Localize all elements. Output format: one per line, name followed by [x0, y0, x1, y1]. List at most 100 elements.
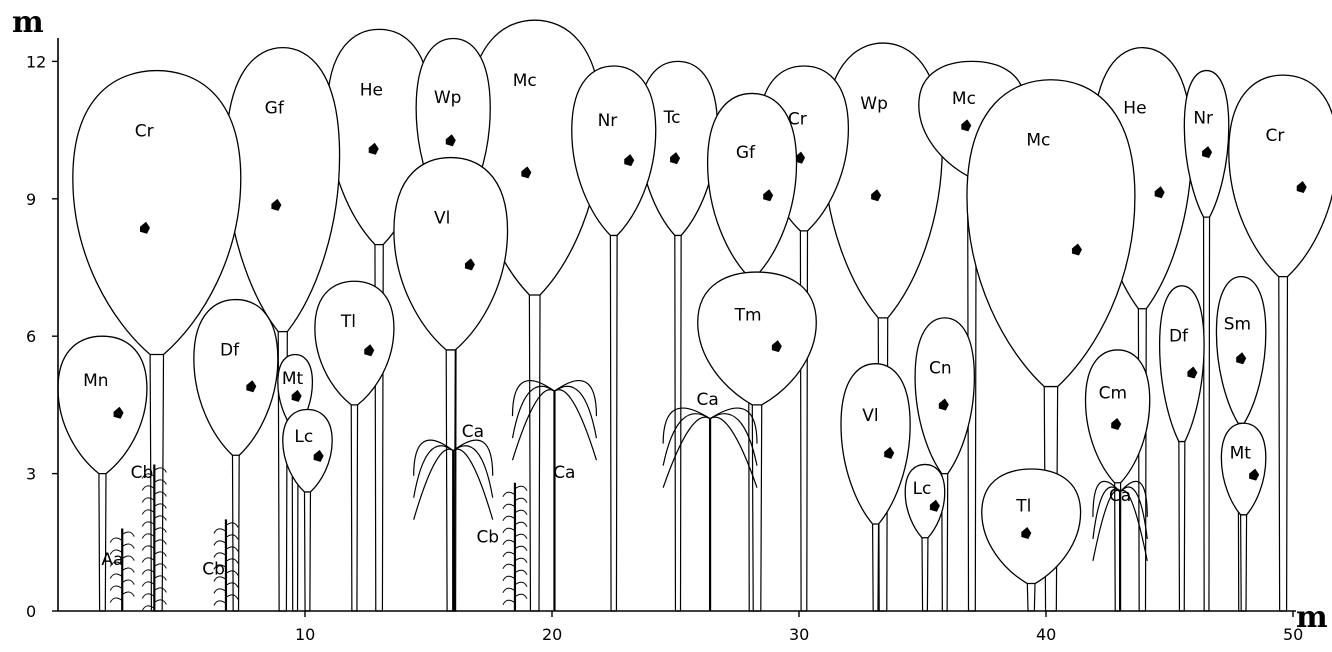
shrub-leaf [515, 498, 527, 503]
tree-label: Mc [513, 71, 537, 91]
shrub-leaf [515, 486, 527, 491]
shrub-leaf [214, 553, 226, 558]
tree-crowns-layer: McHeWpWpGfHeTcMcNrCrCrNrCrMcGfVlTmSmTlDf… [58, 20, 1332, 611]
tree-trunk [304, 488, 310, 611]
shrub-label: Aa [101, 550, 123, 570]
tree-crown [194, 300, 278, 456]
tree-crown [1216, 277, 1265, 424]
shrub-leaf [122, 544, 134, 549]
palm-label: Ca [553, 463, 575, 483]
palm-frond [453, 449, 493, 520]
x-tick-label: 20 [542, 625, 562, 644]
palm-frond [554, 381, 596, 417]
tree-df: Df [1160, 286, 1204, 611]
tree-lc: Lc [905, 464, 945, 611]
tree-label: Df [220, 340, 240, 360]
y-tick-label: 6 [26, 327, 36, 346]
palm-frond [663, 408, 710, 444]
tree-lc: Lc [283, 409, 332, 611]
tree-label: Df [1169, 327, 1189, 347]
tree-trunk [1241, 511, 1247, 611]
y-tick-label: 12 [26, 52, 46, 71]
shrub-leaf [515, 546, 527, 551]
shrub-cb: Cb [476, 483, 527, 611]
tree-label: Tl [340, 312, 356, 332]
tree-crown [1184, 71, 1228, 218]
shrub-leaf [503, 516, 515, 521]
shrub-leaf [503, 564, 515, 569]
shrub-leaf [122, 592, 134, 597]
tree-crown [841, 364, 910, 524]
shrub-leaf [122, 556, 134, 561]
tree-crown [915, 318, 974, 474]
tree-trunk [99, 470, 106, 611]
tree-label: Mt [282, 369, 304, 389]
shrub-leaf [122, 568, 134, 573]
tree-label: Tm [734, 306, 762, 326]
tree-label: He [1123, 99, 1146, 119]
tree-label: Cn [929, 359, 952, 379]
shrub-leaf [503, 588, 515, 593]
palm-label: Ca [462, 422, 484, 442]
palm-label: Ca [696, 390, 718, 410]
shrub-leaf [214, 529, 226, 534]
tree-label: He [360, 80, 383, 100]
y-tick-label: 9 [26, 190, 36, 209]
tree-label: Vl [434, 209, 450, 229]
tree-trunk [1204, 213, 1210, 611]
tree-crown [698, 272, 817, 405]
shrub-leaf [110, 574, 122, 579]
tree-label: Cm [1099, 383, 1127, 403]
shrub-leaf [515, 570, 527, 575]
tree-label: Gf [265, 99, 285, 119]
y-axis-ticks: 036912 [26, 52, 58, 621]
tree-label: Mt [1230, 444, 1252, 464]
tree-trunk [1279, 273, 1288, 611]
tree-crown [1221, 423, 1265, 515]
tree-label: Gf [736, 143, 756, 163]
tree-label: Tl [1015, 497, 1031, 517]
tree-crown [394, 158, 508, 350]
x-tick-label: 40 [1036, 625, 1056, 644]
shrub-leaf [515, 558, 527, 563]
tree-crown [1229, 75, 1332, 277]
shrub-leaf [515, 582, 527, 587]
shrub-leaf [503, 528, 515, 533]
shrub-leaf [515, 522, 527, 527]
shrub-leaf [214, 601, 226, 606]
x-tick-label: 30 [789, 625, 809, 644]
tree-label: Nr [598, 111, 618, 131]
tree-crown [708, 93, 797, 276]
tree-vl: Vl [841, 364, 910, 611]
tree-label: Mc [1026, 131, 1050, 151]
tree-crown [58, 336, 147, 473]
tree-trunk [922, 534, 928, 611]
shrub-leaf [515, 510, 527, 515]
shrub-leaf [214, 589, 226, 594]
shrub-leaf [503, 576, 515, 581]
y-axis-unit: m [12, 5, 44, 40]
y-tick-label: 0 [26, 602, 36, 621]
shrub-label: Cb [202, 559, 225, 579]
shrub-label: Cb [131, 463, 154, 483]
tree-crown [226, 48, 340, 332]
shrub-leaf [515, 594, 527, 599]
tree-trunk [610, 231, 617, 611]
tree-trunk [873, 520, 879, 611]
tree-label: Mn [83, 371, 108, 391]
shrub-leaf [515, 534, 527, 539]
tree-crown [905, 464, 945, 537]
tree-nr: Nr [572, 66, 656, 611]
palm-ca: Ca [512, 381, 596, 611]
tree-trunk [800, 227, 807, 611]
shrub-leaf [110, 538, 122, 543]
tree-trunk [351, 401, 357, 611]
tree-label: Wp [434, 88, 462, 108]
tree-label: Mc [952, 89, 976, 109]
palm-frond [453, 446, 493, 498]
tree-trunk [1027, 580, 1035, 611]
tree-crown [982, 469, 1081, 584]
tree-label: Tc [663, 108, 681, 128]
tree-trunk [529, 291, 540, 611]
